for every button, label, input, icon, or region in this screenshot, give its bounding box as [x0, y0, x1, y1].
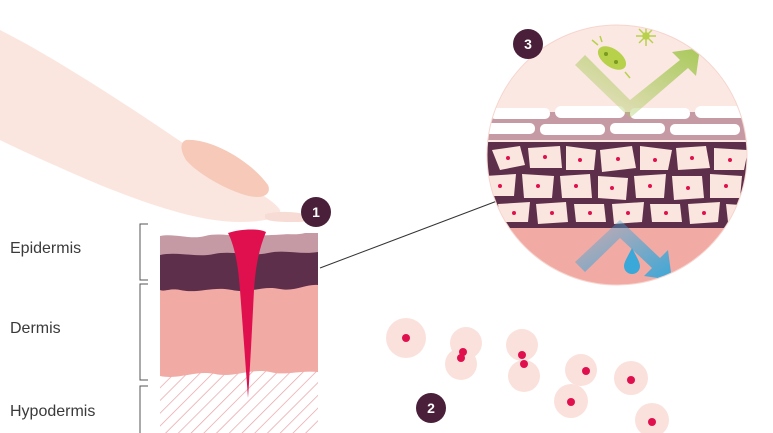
- badge-3-label: 3: [524, 36, 532, 52]
- finger: [0, 30, 280, 222]
- dermis-layer: [160, 282, 318, 377]
- zoom-connector-line: [320, 198, 505, 268]
- epidermis-label: Epidermis: [10, 240, 81, 258]
- skin-section: [160, 212, 318, 433]
- badge-1: 1: [301, 197, 331, 227]
- hypodermis-label: Hypodermis: [10, 403, 95, 421]
- magnified-view: [480, 20, 760, 305]
- layer-brackets: [140, 224, 148, 433]
- virus-icon: [636, 26, 656, 46]
- badge-3: 3: [513, 29, 543, 59]
- dermis-label: Dermis: [10, 320, 61, 338]
- badge-1-label: 1: [312, 204, 320, 220]
- badge-2: 2: [416, 393, 446, 423]
- badge-2-label: 2: [427, 400, 435, 416]
